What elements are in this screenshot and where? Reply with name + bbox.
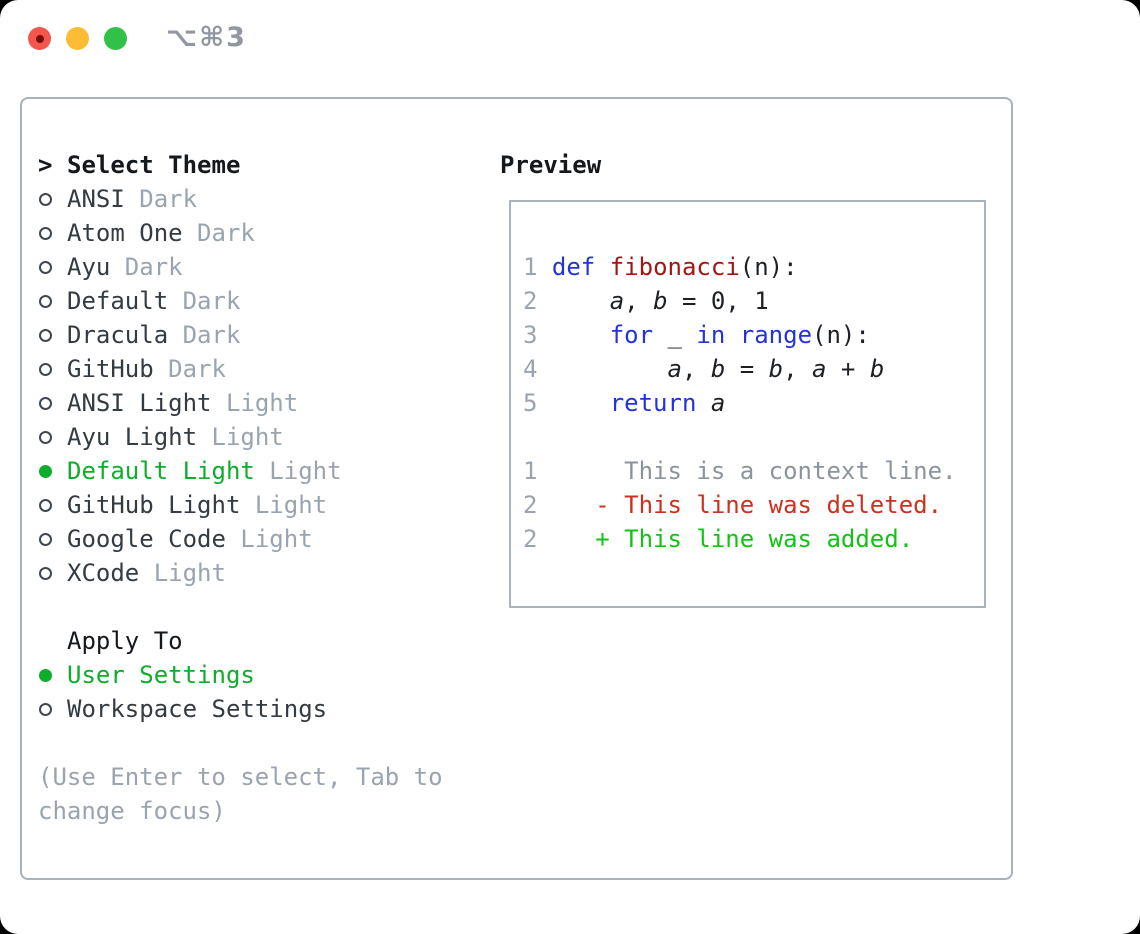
option-variant-label: Dark bbox=[153, 355, 226, 383]
theme-option-ansi-light[interactable]: ANSI Light Light bbox=[38, 386, 443, 420]
apply-option-workspace-settings[interactable]: Workspace Settings bbox=[38, 692, 443, 726]
apply-to-header: Apply To bbox=[38, 624, 443, 658]
option-label: Default bbox=[67, 287, 169, 315]
window-shortcut-label: ⌥⌘3 bbox=[166, 22, 247, 53]
option-label: Dracula bbox=[67, 321, 169, 349]
theme-option-ayu[interactable]: Ayu Dark bbox=[38, 250, 443, 284]
option-variant-label: Dark bbox=[182, 219, 255, 247]
radio-icon bbox=[38, 182, 67, 216]
radio-selected-icon bbox=[38, 658, 67, 692]
option-label: GitHub bbox=[67, 355, 154, 383]
prompt-icon: > bbox=[38, 151, 53, 179]
code-line: 1 This is a context line. bbox=[523, 457, 957, 485]
line-number: 5 bbox=[523, 389, 552, 417]
code-line: 1 def fibonacci(n): bbox=[523, 253, 798, 281]
option-variant-label: Dark bbox=[168, 321, 241, 349]
theme-option-atom-one[interactable]: Atom One Dark bbox=[38, 216, 443, 250]
option-label: Workspace Settings bbox=[67, 695, 328, 723]
radio-icon bbox=[38, 216, 67, 250]
option-variant-label: Light bbox=[211, 389, 299, 417]
line-number: 4 bbox=[523, 355, 552, 383]
apply-option-user-settings[interactable]: User Settings bbox=[38, 658, 443, 692]
radio-icon bbox=[38, 556, 67, 590]
option-label: Google Code bbox=[67, 525, 226, 553]
option-label: User Settings bbox=[67, 661, 255, 689]
usage-hint-line-1: (Use Enter to select, Tab to bbox=[38, 763, 443, 791]
option-label: Ayu Light bbox=[67, 423, 198, 451]
option-variant-label: Light bbox=[197, 423, 284, 451]
line-number: 3 bbox=[523, 321, 552, 349]
code-line bbox=[523, 420, 984, 454]
option-variant-label: Light bbox=[240, 491, 328, 519]
theme-option-default[interactable]: Default Dark bbox=[38, 284, 443, 318]
option-label: ANSI bbox=[67, 185, 125, 213]
theme-option-ansi[interactable]: ANSI Dark bbox=[38, 182, 443, 216]
line-number: 1 bbox=[523, 253, 552, 281]
theme-option-google-code[interactable]: Google Code Light bbox=[38, 522, 443, 556]
theme-option-ayu-light[interactable]: Ayu Light Light bbox=[38, 420, 443, 454]
usage-hint: (Use Enter to select, Tab to change focu… bbox=[38, 760, 443, 828]
radio-icon bbox=[38, 420, 67, 454]
theme-option-dracula[interactable]: Dracula Dark bbox=[38, 318, 443, 352]
line-number: 2 bbox=[523, 491, 552, 519]
zoom-button[interactable] bbox=[104, 27, 127, 50]
radio-icon bbox=[38, 692, 67, 726]
usage-hint-line-2: change focus) bbox=[38, 797, 226, 825]
radio-icon bbox=[38, 318, 67, 352]
radio-selected-icon bbox=[38, 454, 67, 488]
select-theme-header: > Select Theme bbox=[38, 148, 443, 182]
option-variant-label: Dark bbox=[124, 185, 198, 213]
code-line: 4 a, b = b, a + b bbox=[523, 355, 885, 383]
option-label: Default Light bbox=[67, 457, 255, 485]
code-line: 2 + This line was added. bbox=[523, 525, 914, 553]
radio-icon bbox=[38, 522, 67, 556]
unsaved-changes-dot bbox=[35, 34, 44, 43]
theme-option-github[interactable]: GitHub Dark bbox=[38, 352, 443, 386]
radio-icon bbox=[38, 284, 67, 318]
option-variant-label: Dark bbox=[168, 287, 241, 315]
radio-icon bbox=[38, 488, 67, 522]
minimize-button[interactable] bbox=[66, 27, 89, 50]
option-label: ANSI Light bbox=[67, 389, 212, 417]
code-line: 2 - This line was deleted. bbox=[523, 491, 943, 519]
apply-to-title: Apply To bbox=[67, 627, 183, 655]
option-variant-label: Light bbox=[254, 457, 342, 485]
line-number: 1 bbox=[523, 457, 552, 485]
option-label: Atom One bbox=[67, 219, 183, 247]
select-theme-title: Select Theme bbox=[67, 151, 241, 179]
preview-code: 1 def fibonacci(n): 2 a, b = 0, 1 3 for _ … bbox=[509, 200, 986, 608]
option-variant-label: Light bbox=[225, 525, 313, 553]
theme-option-xcode[interactable]: XCode Light bbox=[38, 556, 443, 590]
option-variant-label: Dark bbox=[110, 253, 183, 281]
line-number: 2 bbox=[523, 525, 552, 553]
option-label: XCode bbox=[67, 559, 140, 587]
radio-icon bbox=[38, 352, 67, 386]
close-button[interactable] bbox=[28, 27, 51, 50]
option-label: Ayu bbox=[67, 253, 111, 281]
theme-option-default-light[interactable]: Default Light Light bbox=[38, 454, 443, 488]
line-number: 2 bbox=[523, 287, 552, 315]
preview-title: Preview bbox=[500, 151, 602, 179]
option-label: GitHub Light bbox=[67, 491, 241, 519]
code-line: 2 a, b = 0, 1 bbox=[523, 287, 769, 315]
option-variant-label: Light bbox=[139, 559, 226, 587]
code-line: 3 for _ in range(n): bbox=[523, 321, 870, 349]
code-line: 5 return a bbox=[523, 389, 726, 417]
radio-icon bbox=[38, 250, 67, 284]
radio-icon bbox=[38, 386, 67, 420]
theme-option-github-light[interactable]: GitHub Light Light bbox=[38, 488, 443, 522]
